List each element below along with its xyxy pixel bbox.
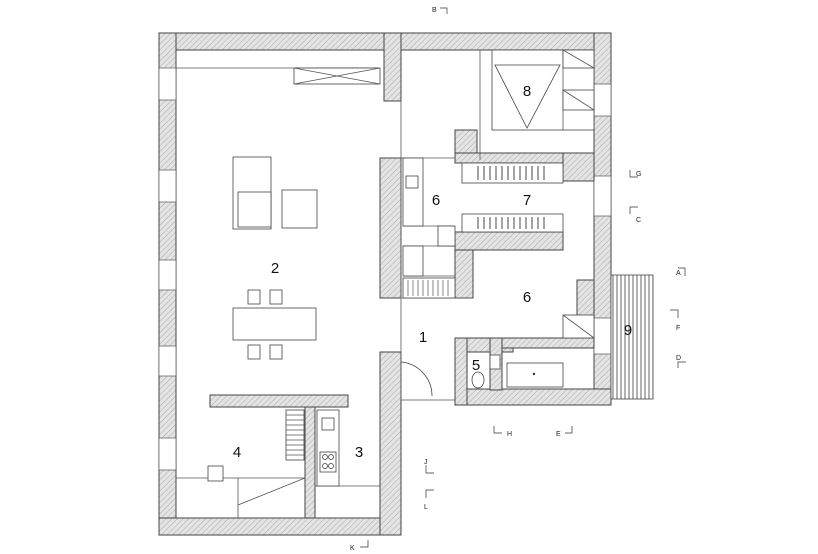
wall-room3-room4	[304, 406, 316, 519]
wall-room2-room3	[209, 394, 349, 408]
chair	[269, 344, 283, 360]
room-label-9: 9	[624, 322, 632, 339]
section-label-J: J	[424, 459, 428, 466]
wall-stub-right	[576, 279, 595, 317]
counter-room6	[402, 157, 424, 227]
chair	[269, 289, 283, 305]
section-label-H: H	[507, 431, 512, 438]
entry-door	[400, 361, 433, 397]
deck	[610, 274, 654, 400]
dining-table	[232, 307, 317, 341]
room-label-3: 3	[355, 444, 363, 461]
armchair	[281, 189, 318, 229]
room-label-7: 7	[523, 192, 531, 209]
section-label-B: B	[432, 7, 437, 14]
triangle-cabinet	[494, 64, 561, 129]
room-label-6b: 6	[523, 289, 531, 306]
windows-left	[158, 67, 177, 471]
section-label-D: D	[676, 355, 681, 362]
wall-closet	[454, 129, 478, 154]
bed-lower	[461, 213, 564, 233]
sink	[321, 417, 335, 431]
section-label-K: K	[350, 545, 355, 552]
furniture	[207, 49, 595, 518]
bathtub	[506, 362, 564, 388]
wall-kitchen-right	[562, 152, 595, 182]
section-label-C: C	[636, 217, 641, 224]
section-label-G: G	[636, 171, 641, 178]
interior-walls	[209, 129, 595, 519]
bed-upper	[461, 162, 564, 184]
room-label-4: 4	[233, 444, 241, 461]
room-label-6a: 6	[432, 192, 440, 209]
wall-bath-left	[454, 337, 468, 406]
wall-room6-top	[454, 231, 564, 251]
wall-center-3	[379, 351, 402, 536]
wall-bottom	[158, 517, 402, 536]
wall-bath2-top	[501, 337, 595, 349]
wall-kitchen-top	[454, 152, 564, 164]
chair	[247, 344, 261, 360]
windows-right	[593, 83, 612, 355]
wall-center-2	[379, 157, 402, 299]
room-label-8: 8	[523, 83, 531, 100]
room-label-5: 5	[472, 357, 480, 374]
section-label-A: A	[676, 270, 681, 277]
room-label-1: 1	[419, 329, 427, 346]
chair	[247, 289, 261, 305]
wall-top-left	[158, 32, 402, 51]
wall-bottom-right	[454, 388, 612, 406]
radiator	[402, 277, 456, 299]
section-label-E: E	[556, 431, 561, 438]
section-markers	[360, 7, 686, 548]
wall-top-right	[383, 32, 612, 51]
section-marker-labels: B G C A F D H E J L K	[350, 7, 681, 552]
room-labels: 1 2 3 4 5 6 6 7 8 9	[233, 83, 632, 461]
stool	[207, 465, 224, 482]
room-label-2: 2	[271, 260, 279, 277]
toilet	[471, 371, 485, 389]
bath-sink	[489, 354, 501, 370]
sink-room6	[405, 175, 419, 189]
wall-center-1	[383, 32, 402, 102]
section-label-F: F	[676, 325, 680, 332]
section-label-L: L	[424, 504, 428, 511]
stove	[319, 451, 337, 473]
